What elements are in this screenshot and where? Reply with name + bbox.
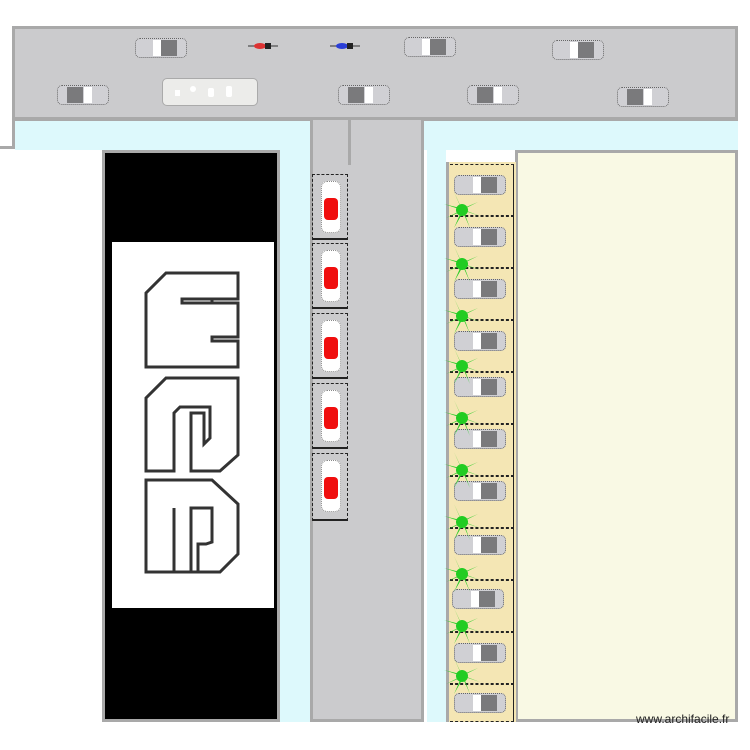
road-bottom-edge [12, 117, 738, 121]
car-icon [552, 40, 604, 60]
red-motorbike-icon [248, 43, 278, 49]
plot-area [515, 150, 738, 722]
sidewalk-left-lane [280, 150, 310, 722]
parking-stall[interactable] [450, 684, 514, 722]
car-icon [57, 85, 109, 105]
palm-tree-icon [444, 192, 480, 228]
gray-car-icon [454, 227, 506, 247]
watermark: www.archifacile.fr [636, 712, 730, 726]
parking-stall[interactable] [450, 580, 514, 632]
red-car-icon [321, 390, 341, 442]
gray-car-icon [454, 377, 506, 397]
parking-stall[interactable] [312, 313, 348, 379]
sidewalk-right-lane [427, 150, 446, 722]
parking-stall[interactable] [450, 632, 514, 684]
gray-car-icon [454, 279, 506, 299]
palm-tree-icon [444, 504, 480, 540]
red-car-icon [321, 320, 341, 372]
parking-stall[interactable] [450, 372, 514, 424]
palm-tree-icon [444, 400, 480, 436]
parking-stall[interactable] [450, 216, 514, 268]
parking-stall[interactable] [450, 320, 514, 372]
red-car-icon [321, 460, 341, 512]
red-car-icon [321, 181, 341, 233]
palm-tree-icon [444, 452, 480, 488]
car-icon [404, 37, 456, 57]
gray-car-icon [454, 429, 506, 449]
car-icon [135, 38, 187, 58]
gray-car-icon [454, 481, 506, 501]
eap-logo-icon [144, 271, 240, 574]
building-sign [112, 242, 274, 608]
gray-car-icon [454, 535, 506, 555]
parking-stall[interactable] [450, 424, 514, 476]
boundary-wall-left [0, 146, 12, 149]
gray-car-icon [454, 175, 506, 195]
parking-stall[interactable] [450, 268, 514, 320]
blue-motorbike-icon [330, 43, 360, 49]
palm-tree-icon [444, 556, 480, 592]
parking-stall[interactable] [312, 453, 348, 521]
gray-car-icon [452, 589, 504, 609]
parking-stall[interactable] [312, 383, 348, 449]
car-icon [617, 87, 669, 107]
palm-tree-icon [444, 658, 480, 694]
red-car-icon [321, 250, 341, 302]
parking-stall[interactable] [450, 528, 514, 580]
gray-car-icon [454, 331, 506, 351]
parking-stall[interactable] [450, 476, 514, 528]
gray-car-icon [454, 643, 506, 663]
gray-car-icon [454, 693, 506, 713]
parking-stall[interactable] [450, 164, 514, 216]
palm-tree-icon [444, 608, 480, 644]
parking-stall[interactable] [312, 174, 348, 240]
palm-tree-icon [444, 348, 480, 384]
car-icon [467, 85, 519, 105]
car-icon [338, 85, 390, 105]
palm-tree-icon [444, 298, 480, 334]
palm-tree-icon [444, 246, 480, 282]
lane-wall [348, 120, 351, 165]
road-wall-left [12, 26, 15, 149]
parking-stall[interactable] [312, 243, 348, 309]
bus-icon [162, 78, 258, 106]
